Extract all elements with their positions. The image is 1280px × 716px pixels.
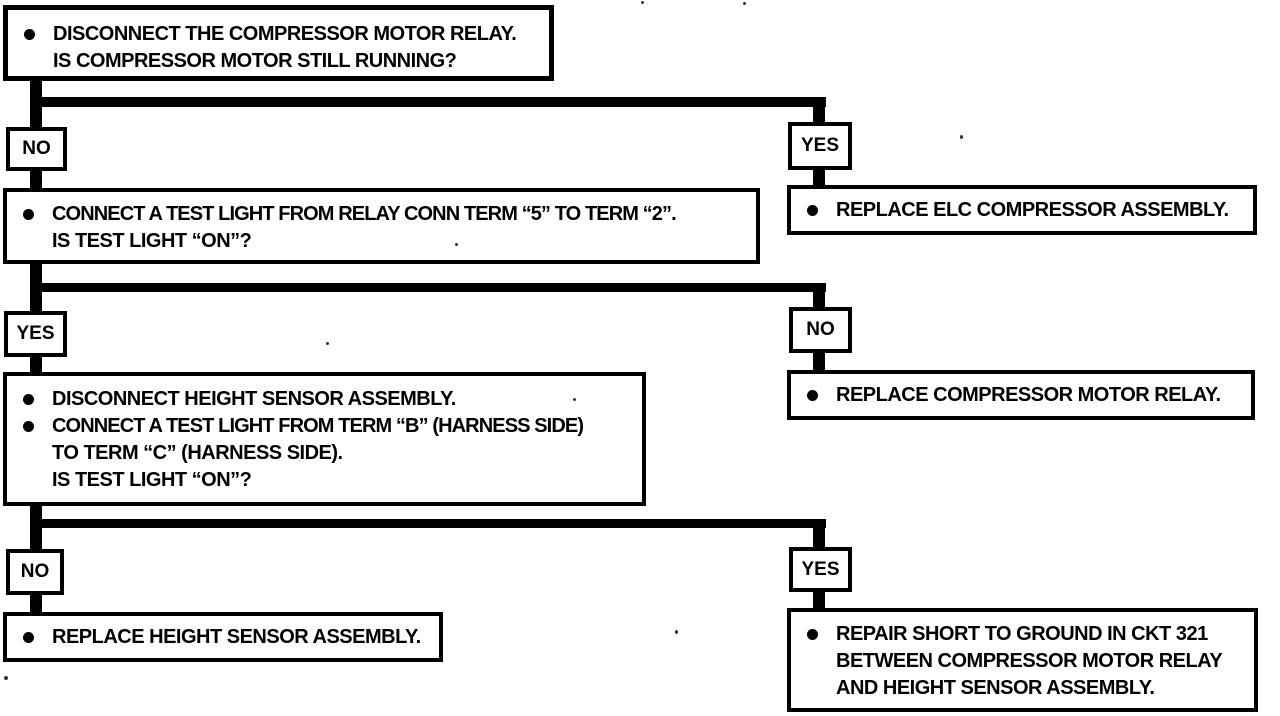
node-result-replace-height-sensor: REPLACE HEIGHT SENSOR ASSEMBLY. [3, 612, 443, 662]
connector-branch2-bar [30, 283, 826, 292]
branch-label-no-1: NO [6, 127, 67, 171]
bullet-icon [23, 209, 34, 220]
scan-speck [960, 135, 963, 139]
connector-yes3-to-result [813, 590, 825, 610]
branch-label-text: NO [806, 319, 835, 340]
node-text: IS COMPRESSOR MOTOR STILL RUNNING? [53, 50, 457, 72]
node-text: IS TEST LIGHT “ON”? [52, 469, 252, 491]
branch-label-text: YES [16, 323, 55, 344]
node-result-replace-motor-relay: REPLACE COMPRESSOR MOTOR RELAY. [787, 370, 1255, 420]
scan-speck [326, 342, 329, 345]
node-text: CONNECT A TEST LIGHT FROM RELAY CONN TER… [52, 203, 677, 225]
node-line: REPAIR SHORT TO GROUND IN CKT 321 [791, 621, 1254, 648]
bullet-icon [807, 629, 818, 640]
connector-no3-to-result [30, 593, 42, 614]
scan-speck [675, 630, 678, 634]
branch-label-no-2: NO [789, 307, 852, 353]
branch-label-text: YES [801, 558, 840, 580]
node-line: DISCONNECT THE COMPRESSOR MOTOR RELAY. [8, 21, 549, 48]
branch-label-text: NO [20, 561, 50, 582]
bullet-icon [23, 631, 34, 643]
connector-yes1-to-result [813, 168, 825, 187]
branch-label-text: NO [22, 138, 51, 159]
node-text: AND HEIGHT SENSOR ASSEMBLY. [836, 677, 1155, 699]
node-text: DISCONNECT THE COMPRESSOR MOTOR RELAY. [53, 23, 517, 45]
node-line: TO TERM “C” (HARNESS SIDE). [7, 440, 642, 467]
node-line: IS TEST LIGHT “ON”? [7, 228, 756, 255]
node-step1-disconnect-relay: DISCONNECT THE COMPRESSOR MOTOR RELAY. I… [3, 5, 554, 81]
branch-label-yes-1: YES [788, 122, 852, 170]
node-line: REPLACE HEIGHT SENSOR ASSEMBLY. [7, 624, 439, 651]
node-text: REPLACE COMPRESSOR MOTOR RELAY. [836, 383, 1221, 406]
scan-speck [4, 676, 8, 680]
scan-speck [641, 1, 644, 4]
node-result-replace-elc-compressor: REPLACE ELC COMPRESSOR ASSEMBLY. [787, 185, 1257, 235]
branch-label-no-3: NO [6, 549, 64, 595]
connector-branch1-right-drop [813, 97, 825, 124]
bullet-icon [807, 204, 818, 216]
connector-branch1-bar [30, 97, 826, 107]
node-line: CONNECT A TEST LIGHT FROM RELAY CONN TER… [7, 201, 756, 228]
node-step2-test-light-relay: CONNECT A TEST LIGHT FROM RELAY CONN TER… [3, 188, 760, 264]
bullet-icon [23, 394, 34, 405]
connector-no1-to-step2 [30, 169, 42, 190]
node-line: AND HEIGHT SENSOR ASSEMBLY. [791, 675, 1254, 702]
connector-branch2-right-drop [813, 283, 825, 309]
branch-label-text: YES [800, 135, 840, 156]
node-text: BETWEEN COMPRESSOR MOTOR RELAY [836, 650, 1223, 672]
branch-label-yes-2: YES [4, 311, 67, 357]
node-text: TO TERM “C” (HARNESS SIDE). [52, 442, 343, 464]
node-text: CONNECT A TEST LIGHT FROM TERM “B” (HARN… [52, 415, 584, 437]
scan-speck [743, 2, 746, 5]
bullet-icon [24, 29, 35, 40]
connector-branch3-bar [30, 519, 826, 528]
node-text: DISCONNECT HEIGHT SENSOR ASSEMBLY. [52, 388, 456, 410]
node-text: REPLACE HEIGHT SENSOR ASSEMBLY. [52, 625, 421, 648]
bullet-icon [807, 389, 818, 401]
bullet-icon [23, 421, 34, 432]
node-line: CONNECT A TEST LIGHT FROM TERM “B” (HARN… [7, 413, 642, 440]
node-line: REPLACE ELC COMPRESSOR ASSEMBLY. [791, 197, 1253, 224]
node-result-repair-short-ckt321: REPAIR SHORT TO GROUND IN CKT 321 BETWEE… [787, 608, 1258, 712]
connector-no2-to-result [813, 351, 825, 372]
node-text: REPLACE ELC COMPRESSOR ASSEMBLY. [836, 198, 1229, 221]
node-line: IS TEST LIGHT “ON”? [7, 467, 642, 494]
branch-label-yes-3: YES [789, 547, 852, 592]
node-line: IS COMPRESSOR MOTOR STILL RUNNING? [8, 48, 549, 75]
node-text: IS TEST LIGHT “ON”? [52, 230, 252, 252]
node-line: BETWEEN COMPRESSOR MOTOR RELAY [791, 648, 1254, 675]
node-line: DISCONNECT HEIGHT SENSOR ASSEMBLY. [7, 386, 642, 413]
connector-branch3-right-drop [813, 519, 825, 549]
scan-speck [573, 398, 576, 401]
connector-yes2-to-step3 [30, 355, 42, 374]
node-text: REPAIR SHORT TO GROUND IN CKT 321 [836, 623, 1208, 645]
node-line: REPLACE COMPRESSOR MOTOR RELAY. [791, 382, 1251, 409]
scan-speck [455, 243, 458, 246]
node-step3-height-sensor-test: DISCONNECT HEIGHT SENSOR ASSEMBLY. CONNE… [3, 372, 646, 506]
